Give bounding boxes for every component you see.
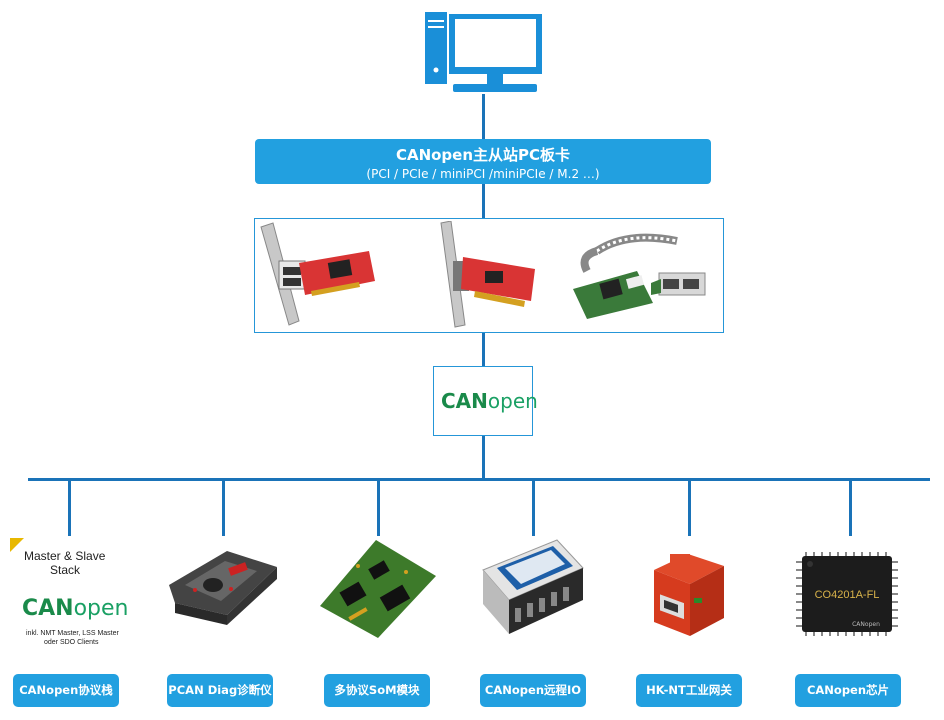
stack-canopen-logo: CANopen	[22, 596, 129, 621]
connector-banner-cards	[482, 184, 485, 218]
pci-card-image	[440, 221, 535, 328]
stack-line2: Stack	[50, 563, 81, 577]
chip-label: CO4201A-FL	[815, 589, 880, 601]
connector-logo-bus	[482, 435, 485, 480]
bus-line	[28, 478, 930, 481]
drop-6	[849, 480, 852, 536]
drop-3	[377, 480, 380, 536]
stack-note2: oder SDO Clients	[44, 639, 99, 646]
som-module-image	[320, 540, 436, 638]
chip-image: CO4201A-FL CANopen	[796, 552, 898, 636]
connector-pc-banner	[482, 94, 485, 139]
diag-device-image	[169, 551, 277, 625]
stack-logo: Master & Slave Stack CANopen inkl. NMT M…	[10, 538, 130, 648]
pc-card-banner: CANopen主从站PC板卡 (PCI / PCIe / miniPCI /mi…	[255, 139, 711, 184]
button-hk-nt-gateway[interactable]: HK-NT工业网关	[636, 674, 742, 707]
pcie-card-image	[260, 222, 375, 326]
canopen-logo: CANopen	[441, 389, 538, 413]
stack-note1: inkl. NMT Master, LSS Master	[26, 630, 119, 637]
drop-2	[222, 480, 225, 536]
canopen-logo-box: CANopen	[433, 366, 538, 436]
banner-subtitle: (PCI / PCIe / miniPCI /miniPCIe / M.2 …)	[366, 167, 600, 181]
triangle-logo-icon	[10, 538, 24, 552]
drop-5	[688, 480, 691, 536]
button-remote-io[interactable]: CANopen远程IO	[480, 674, 586, 707]
minipcie-card-image	[573, 233, 706, 319]
gateway-image	[654, 554, 724, 636]
button-canopen-stack[interactable]: CANopen协议栈	[13, 674, 119, 707]
pc-cards-panel	[254, 218, 724, 333]
remote-io-image	[482, 539, 584, 634]
drop-1	[68, 480, 71, 536]
button-canopen-chip[interactable]: CANopen芯片	[795, 674, 901, 707]
connector-cards-logo	[482, 333, 485, 366]
stack-line1: Master & Slave	[24, 549, 106, 563]
computer-icon	[425, 12, 542, 92]
banner-title: CANopen主从站PC板卡	[395, 146, 571, 164]
button-som-module[interactable]: 多协议SoM模块	[324, 674, 430, 707]
chip-brand: CANopen	[852, 621, 880, 628]
button-pcan-diag[interactable]: PCAN Diag诊断仪	[167, 674, 273, 707]
drop-4	[532, 480, 535, 536]
